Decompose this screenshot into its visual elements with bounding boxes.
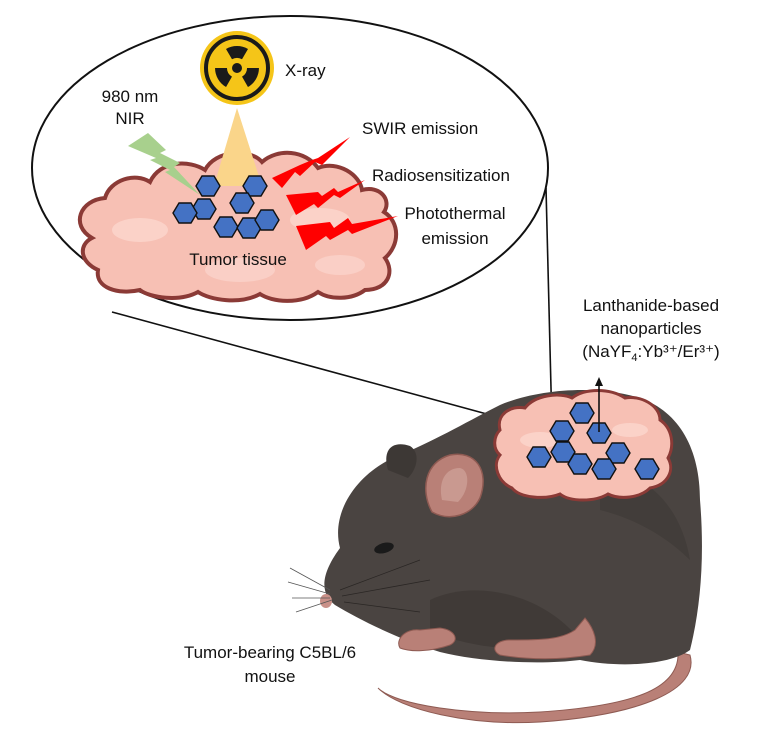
photothermal-bolt-icon (296, 216, 398, 250)
nir-lightning-icon (128, 133, 200, 195)
radiosensitization-label: Radiosensitization (372, 166, 510, 185)
nir-label-line2: NIR (115, 109, 144, 128)
radiosensitization-bolt-icon (286, 180, 365, 215)
connector-line-left (111, 311, 554, 433)
mouse-tumor (493, 389, 674, 502)
photothermal-label-line1: Photothermal (404, 204, 505, 223)
nir-label-line1: 980 nm (102, 87, 159, 106)
radiation-icon (200, 31, 274, 105)
connector-line-right (545, 187, 553, 429)
photothermal-label-line2: emission (421, 229, 488, 248)
swir-emission-label: SWIR emission (362, 119, 478, 138)
arrow-up-icon (595, 377, 603, 386)
nanoparticles-label-line1: Lanthanide-based (583, 296, 719, 315)
nanoparticles-label-line2: nanoparticles (600, 319, 701, 338)
xray-beam (214, 108, 262, 186)
mouse-label-line2: mouse (244, 667, 295, 686)
swir-emission-bolt-icon (272, 137, 350, 188)
xray-label: X-ray (285, 61, 326, 80)
nanoparticles-formula: (NaYF4:Yb³⁺/Er³⁺) (582, 342, 719, 364)
mouse-label-line1: Tumor-bearing C5BL/6 (184, 643, 356, 662)
tumor-tissue-label: Tumor tissue (189, 250, 287, 269)
